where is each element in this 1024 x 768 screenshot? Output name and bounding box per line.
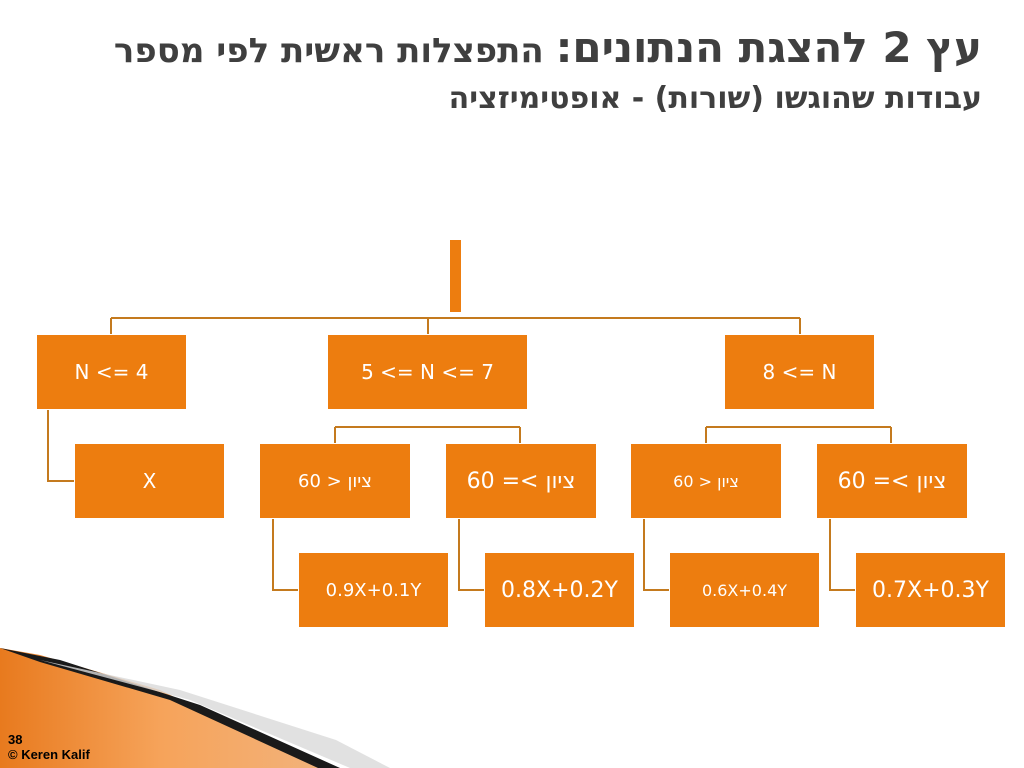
connector-mid-right-result	[458, 519, 484, 591]
title-line-1: עץ 2 להצגת הנתונים: התפצלות ראשית לפי מס…	[42, 22, 982, 77]
node-n-le-4: N <= 4	[36, 334, 187, 410]
node-result-08x: 0.8X+0.2Y	[484, 552, 635, 628]
node-result-06x: 0.6X+0.4Y	[669, 552, 820, 628]
connector-high-right-result	[829, 519, 855, 591]
connector-high-left-result	[643, 519, 669, 591]
connector-n4-x	[47, 410, 74, 482]
node-high-grade-lt-60: ציון < 60	[630, 443, 782, 519]
footer: 38 © Keren Kalif	[8, 732, 90, 762]
title-sub: התפצלות ראשית לפי מספר	[113, 31, 556, 71]
page-number: 38	[8, 732, 23, 747]
node-mid-grade-lt-60: ציון < 60	[259, 443, 411, 519]
node-x: X	[74, 443, 225, 519]
node-high-grade-ge-60: ציון >= 60	[816, 443, 968, 519]
tree-root	[450, 240, 461, 312]
slide-title: עץ 2 להצגת הנתונים: התפצלות ראשית לפי מס…	[42, 22, 982, 119]
node-result-07x: 0.7X+0.3Y	[855, 552, 1006, 628]
node-mid-grade-ge-60: ציון >= 60	[445, 443, 597, 519]
title-main: עץ 2 להצגת הנתונים:	[555, 23, 982, 72]
copyright: © Keren Kalif	[8, 747, 90, 762]
title-line-2: עבודות שהוגשו (שורות) - אופטימיזציה	[448, 81, 982, 116]
node-n-5-to-7: 5 <= N <= 7	[327, 334, 528, 410]
node-n-ge-8: 8 <= N	[724, 334, 875, 410]
node-result-09x: 0.9X+0.1Y	[298, 552, 449, 628]
connector-mid-left-result	[272, 519, 298, 591]
